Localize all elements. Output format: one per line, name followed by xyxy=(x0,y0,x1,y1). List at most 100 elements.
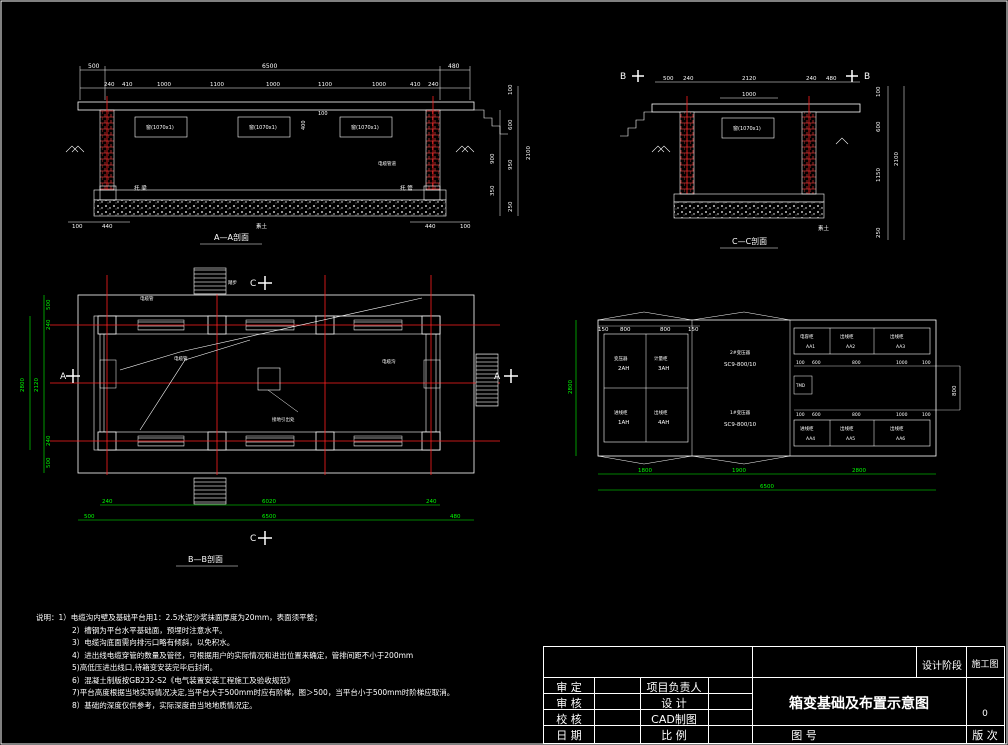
aa-label-beam: 托 梁 xyxy=(134,184,147,192)
bb-bdim2-0: 500 xyxy=(84,514,95,520)
bb-bdim-1: 6020 xyxy=(262,499,276,505)
tb-stage-label: 设计阶段 xyxy=(922,661,962,672)
tb-revision-value: 0 xyxy=(982,709,988,719)
cc-gravel-bed xyxy=(673,201,825,219)
hv-rdb-1: 600 xyxy=(812,412,821,418)
aa-dim-top-1: 6500 xyxy=(262,63,277,70)
hv-top-2-id: AA3 xyxy=(896,344,905,350)
aa-rdim-2: 900 xyxy=(490,153,496,164)
bb-outline xyxy=(77,294,475,474)
hv-rdt-4: 100 xyxy=(922,360,931,366)
lv-3-name: 出线柜 xyxy=(654,409,668,416)
section-aa: 500 6500 480 240 410 1000 1100 1000 1100… xyxy=(65,63,532,245)
hv-bot-2-id: AA6 xyxy=(896,436,905,442)
aa-inner-dim-400: 400 xyxy=(301,120,307,130)
hv-rdt-3: 1000 xyxy=(896,360,908,366)
cc-soil: 素土 xyxy=(818,224,830,232)
aa-label-soil: 素土 xyxy=(256,222,268,230)
hv-rdb-0: 100 xyxy=(796,412,805,418)
bb-mark-c-bottom: C xyxy=(250,534,256,544)
svg-text:1100: 1100 xyxy=(318,82,332,88)
aa-label-pipe: 电缆管道 xyxy=(378,160,396,167)
layout-plan: 变压器 2AH 计量柜 3AH 进线柜 1AH 出线柜 4AH 2#变压器 SC… xyxy=(568,311,961,491)
hv-rdt-1: 600 xyxy=(812,360,821,366)
aa-dim-sub: 240 410 1000 1100 1000 1100 1000 410 240 xyxy=(104,82,439,88)
hv-bot-1-id: AA5 xyxy=(846,436,855,442)
lv-2-id: 1AH xyxy=(618,420,629,426)
tb-row-m0: 项目负责人 xyxy=(646,681,702,694)
lv-0-id: 2AH xyxy=(618,366,629,372)
bb-label-tube: 电缆管 xyxy=(140,295,154,302)
bb-bdim2-2: 480 xyxy=(450,514,461,520)
lp-bdim-1: 1900 xyxy=(732,468,746,474)
hv-rdb-3: 1000 xyxy=(896,412,908,418)
hv-bot-2-name: 出线柜 xyxy=(890,425,904,432)
tb-stage-value: 施工图 xyxy=(971,660,999,670)
cc-rdim-4: 250 xyxy=(876,227,882,238)
bb-ldim-4: 240 xyxy=(46,435,52,446)
hv-top-2-name: 出线柜 xyxy=(890,333,904,340)
cc-dim-1: 240 xyxy=(683,76,694,82)
bb-ldim-3: 2120 xyxy=(34,378,40,392)
lp-top-3: 150 xyxy=(688,327,699,333)
title-block: 设计阶段 施工图 审 定 审 核 校 核 日 期 项目负责人 设 计 CAD制图… xyxy=(543,646,1005,744)
svg-text:240: 240 xyxy=(104,82,115,88)
svg-text:1000: 1000 xyxy=(266,82,280,88)
hv-top-0-name: 电容柜 xyxy=(800,333,814,340)
aa-rdim-0: 100 xyxy=(508,84,514,95)
cc-window: 窗(1070x1) xyxy=(733,125,761,132)
hv-rdb-2: 800 xyxy=(852,412,861,418)
aa-bdim-l0: 100 xyxy=(72,224,83,230)
cc-dim-inner: 1000 xyxy=(742,92,756,98)
tb-row-l0: 审 定 xyxy=(556,681,582,694)
aa-inner-dim-100: 100 xyxy=(318,111,328,117)
note-5: 5)高低压进出线口,待箱变安装完毕后封闭。 xyxy=(72,663,218,672)
tx-bottom-model: SC9-800/10 xyxy=(724,422,757,428)
aa-title: A—A剖面 xyxy=(214,232,249,242)
aa-dim-top-0: 500 xyxy=(88,63,100,70)
bb-bdim-0: 240 xyxy=(102,499,113,505)
plan-bb: 接地引出处 电缆管 电缆沟 电缆管 踏步 C C A A 500 240 280… xyxy=(20,267,518,567)
bb-title: B—B剖面 xyxy=(188,554,223,564)
aa-rdim-6: 250 xyxy=(508,201,514,212)
cc-mark-right: B xyxy=(864,72,870,82)
section-cc: B B 500 240 2120 240 480 1000 窗(1070x1) … xyxy=(620,70,905,249)
svg-text:1000: 1000 xyxy=(157,82,171,88)
cc-title: C—C剖面 xyxy=(732,236,767,246)
bb-mark-c-top: C xyxy=(250,279,256,289)
lp-left-dim: 2800 xyxy=(568,380,574,394)
cc-rdim-0: 100 xyxy=(876,86,882,97)
tb-drawing-no: 图 号 xyxy=(791,729,817,742)
cc-dim-4: 480 xyxy=(826,76,837,82)
svg-text:240: 240 xyxy=(428,82,439,88)
note-2: 2）槽钢为平台水平基础面，预埋时注意水平。 xyxy=(72,625,227,635)
lv-1-id: 3AH xyxy=(658,366,669,372)
aa-window-1: 窗(1070x1) xyxy=(146,124,174,131)
tx-top-name: 2#变压器 xyxy=(730,349,751,356)
bb-mark-a-left: A xyxy=(60,372,67,382)
bb-stair-right xyxy=(475,353,499,407)
bb-bdim-2: 240 xyxy=(426,499,437,505)
aa-bdim-l1: 440 xyxy=(102,224,113,230)
tb-row-m1: 设 计 xyxy=(661,697,687,710)
general-notes: 说明：1）电缆沟内壁及基础平台用1：2.5水泥沙浆抹面厚度为20mm，表面须平整… xyxy=(36,612,454,712)
tb-row-l3: 日 期 xyxy=(556,729,582,742)
note-3: 3）电缆沟底面需向排污口略有倾斜，以免积水。 xyxy=(72,638,235,647)
cc-dim-2: 2120 xyxy=(742,76,756,82)
bb-stair-label: 踏步 xyxy=(228,279,237,286)
cc-dim-3: 240 xyxy=(806,76,817,82)
aa-gravel-bed xyxy=(93,199,447,217)
tb-row-l1: 审 核 xyxy=(556,697,582,710)
bb-label-pipe1: 电缆管 xyxy=(174,355,188,362)
aa-rdim-5: 350 xyxy=(490,185,496,196)
tx-bottom-name: 1#变压器 xyxy=(730,409,751,416)
aa-dim-top-2: 480 xyxy=(448,63,460,70)
lp-bdim-0: 1800 xyxy=(638,468,652,474)
small-box: TMD xyxy=(795,383,805,388)
aa-rdim-4: 2100 xyxy=(526,146,532,160)
hv-rdb-4: 100 xyxy=(922,412,931,418)
note-4: 4）进出线电缆穿管的数量及管径，可根据用户的实际情况和进出位置来确定，管排间距不… xyxy=(72,650,414,660)
tb-drawing-title: 箱变基础及布置示意图 xyxy=(789,696,929,712)
note-1: 说明：1）电缆沟内壁及基础平台用1：2.5水泥沙浆抹面厚度为20mm，表面须平整… xyxy=(36,613,322,622)
hv-rdt-2: 800 xyxy=(852,360,861,366)
